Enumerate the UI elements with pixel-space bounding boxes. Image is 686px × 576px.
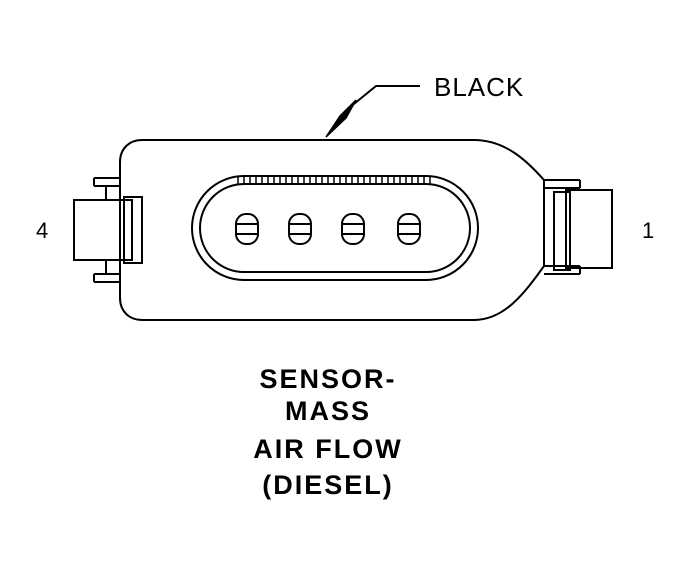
connector-housing [119,139,545,321]
caption-line-1: SENSOR- [259,364,396,394]
right-latch [544,179,613,275]
cavity-ridges [237,177,431,184]
callout-arrowhead [325,99,357,138]
right-latch-tab [553,191,571,271]
callout-leader-line [348,85,420,109]
left-latch-tab [123,196,143,264]
terminal-cavity-inner [199,183,471,273]
caption-line-2: MASS [285,396,371,426]
pin-4-label: 4 [36,218,48,243]
terminal-cavity-outer [191,175,479,281]
terminal-pin [341,213,365,245]
terminal-pin [235,213,259,245]
callout-label: BLACK [434,72,524,102]
caption-line-3: AIR FLOW [253,434,402,464]
terminal-pin [288,213,312,245]
pin-1-label: 1 [642,218,654,243]
terminal-pin [397,213,421,245]
right-latch-body [565,189,613,269]
left-latch [73,177,143,283]
caption-line-4: (DIESEL) [262,470,394,500]
left-latch-body [73,199,133,261]
